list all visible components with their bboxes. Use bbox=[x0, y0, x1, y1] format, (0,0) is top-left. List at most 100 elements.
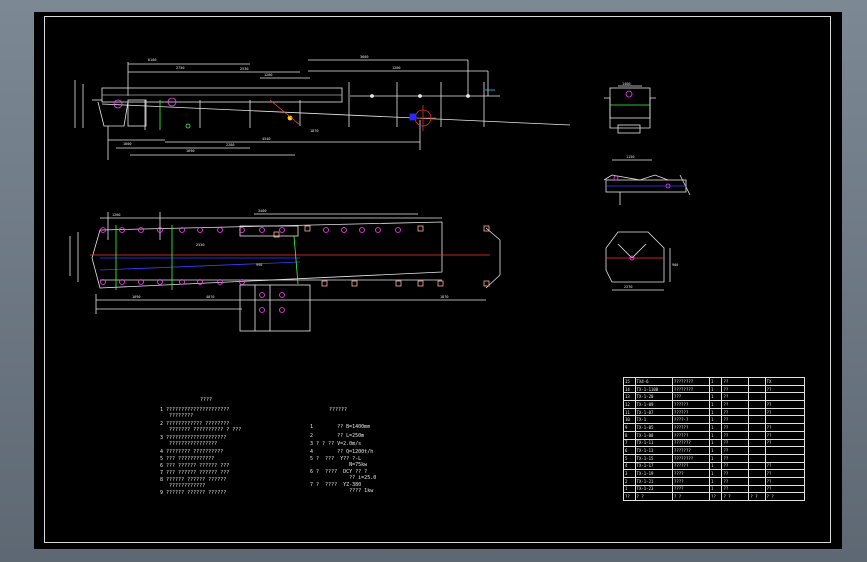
notes-line: 3 ???????????????????? bbox=[160, 435, 227, 441]
bom-cell bbox=[748, 407, 766, 417]
bom-cell: 1 bbox=[709, 430, 723, 440]
bom-cell bbox=[748, 423, 766, 432]
bom-cell: 3 bbox=[623, 469, 636, 478]
bom-cell: 1 bbox=[709, 400, 723, 409]
bom-cell: ?? bbox=[721, 484, 750, 494]
bom-cell: ???? bbox=[671, 484, 711, 494]
dim-label: 1200 bbox=[264, 73, 272, 77]
params-title: ?????? bbox=[329, 407, 348, 413]
plan-idler-markers bbox=[100, 227, 401, 313]
bom-row: ??? ?? ???? ?? ?? ? bbox=[623, 492, 806, 501]
bom-cell: 2 bbox=[623, 476, 636, 486]
bom-cell: 12 bbox=[623, 400, 636, 409]
notes-line: ??????? ?????????? ? ??? bbox=[160, 427, 242, 433]
plan-support-squares bbox=[273, 225, 490, 287]
dim-label: 1200 bbox=[392, 66, 400, 70]
bom-cell: ? ? bbox=[671, 492, 711, 501]
param-line: 7 ? ???? YZ-380 bbox=[310, 482, 362, 488]
bom-cell: ? ? bbox=[764, 492, 806, 501]
bom-cell: ?? bbox=[623, 492, 636, 501]
dim-label: 1690 bbox=[132, 295, 140, 299]
bom-cell bbox=[748, 415, 766, 425]
bom-cell: TX-1-1100 bbox=[634, 384, 673, 394]
notes-block: 1 ????????????????????? ???????? 2 ?????… bbox=[160, 407, 242, 496]
bom-cell: TX-1-15 bbox=[634, 453, 673, 463]
notes-line: 1 ????????????????????? bbox=[160, 407, 230, 413]
dim-label: 900 bbox=[672, 263, 678, 267]
bom-cell bbox=[748, 461, 766, 471]
dim-label: 4540 bbox=[262, 137, 270, 141]
param-line: 5 ? ??? Y?? ?-L bbox=[310, 456, 362, 462]
bom-cell: ?? bbox=[764, 423, 806, 432]
bom-cell: 1 bbox=[709, 484, 723, 494]
bom-cell: ?? bbox=[764, 384, 806, 394]
bom-cell bbox=[764, 392, 806, 402]
bom-cell: ?? bbox=[721, 384, 750, 394]
dimension-labels: 6160 2750 3600 1200 2530 1200 1600 1690 … bbox=[112, 55, 678, 299]
bom-cell: ? ? bbox=[634, 492, 673, 501]
notes-title: ???? bbox=[200, 397, 213, 403]
bom-cell: TX-1-08 bbox=[634, 430, 673, 440]
bom-cell: 13 bbox=[623, 392, 636, 402]
bom-cell: ?? bbox=[764, 400, 806, 409]
dim-label: 1150 bbox=[626, 155, 634, 159]
bom-cell: 5 bbox=[623, 453, 636, 463]
bom-cell: 1 bbox=[709, 423, 723, 432]
bom-cell bbox=[748, 484, 766, 494]
bom-cell: ?? bbox=[721, 400, 750, 409]
bom-cell: 8 bbox=[623, 430, 636, 440]
bom-cell bbox=[748, 469, 766, 478]
bom-cell: 11 bbox=[623, 407, 636, 417]
dim-label: 6160 bbox=[148, 58, 156, 62]
bom-cell: TX-1-11 bbox=[634, 438, 673, 448]
dim-label: 2530 bbox=[196, 243, 204, 247]
notes-line: 8 ?????? ?????? ?????? bbox=[160, 477, 227, 483]
bom-cell: 9 bbox=[623, 423, 636, 432]
bom-cell: TX-1-17 bbox=[634, 461, 673, 471]
bom-cell: ??????? bbox=[671, 438, 711, 448]
dim-label: 1870 bbox=[440, 295, 448, 299]
bom-cell bbox=[748, 400, 766, 409]
dim-label: 3600 bbox=[360, 55, 368, 59]
bom-cell: TX bbox=[764, 377, 806, 386]
bom-cell: TX-1-05 bbox=[634, 423, 673, 432]
bom-cell: ??? bbox=[671, 392, 711, 402]
bom-cell: 1 bbox=[709, 446, 723, 455]
bom-cell: ?? bbox=[721, 430, 750, 440]
bom-cell: 1 bbox=[709, 407, 723, 417]
bom-cell: 1 bbox=[709, 453, 723, 463]
bom-cell: ?? bbox=[721, 407, 750, 417]
param-line: N=75kw bbox=[310, 462, 368, 468]
dim-label: 2530 bbox=[240, 67, 248, 71]
dim-label: 1870 bbox=[310, 129, 318, 133]
bom-cell: ? ? bbox=[721, 492, 750, 501]
bom-cell: TX4-6 bbox=[634, 377, 673, 386]
bom-cell: ?????? bbox=[671, 400, 711, 409]
dim-label: 2270 bbox=[624, 285, 632, 289]
bom-cell: 1 bbox=[709, 377, 723, 386]
bom-cell: 10 bbox=[623, 415, 636, 425]
dim-label: 1400 bbox=[622, 82, 630, 86]
bom-cell: 1 bbox=[709, 461, 723, 471]
bom-cell: ?? bbox=[721, 392, 750, 402]
bom-cell: ?? bbox=[721, 415, 750, 425]
dim-label: 1600 bbox=[123, 142, 131, 146]
notes-line: 9 ?????? ?????? ?????? bbox=[160, 490, 227, 496]
bom-cell: ???? bbox=[671, 469, 711, 478]
bom-cell: TX-1-23 bbox=[634, 484, 673, 494]
bom-cell: ???????? bbox=[671, 453, 711, 463]
bom-cell: ?? bbox=[721, 476, 750, 486]
bom-cell: ???????? bbox=[671, 384, 711, 394]
bom-cell: 14 bbox=[623, 384, 636, 394]
